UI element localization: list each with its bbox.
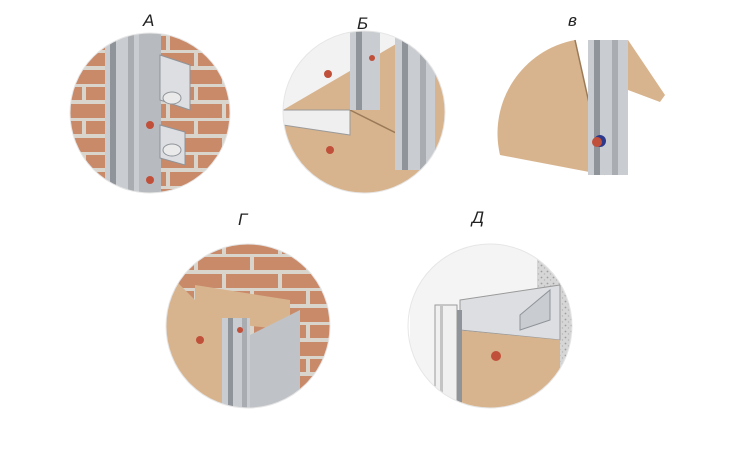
panel-a-illustration — [69, 32, 231, 194]
panel-b-illustration — [282, 30, 446, 194]
panel-d-illustration — [407, 243, 573, 409]
panel-v-illustration — [497, 39, 665, 176]
panel-label-d: Д — [472, 208, 484, 227]
panel-label-v: в — [568, 11, 577, 30]
panel-label-g: Г — [238, 210, 248, 229]
panel-label-b: Б — [357, 14, 369, 33]
panel-label-a: А — [143, 11, 155, 30]
panel-g-illustration — [165, 243, 331, 409]
